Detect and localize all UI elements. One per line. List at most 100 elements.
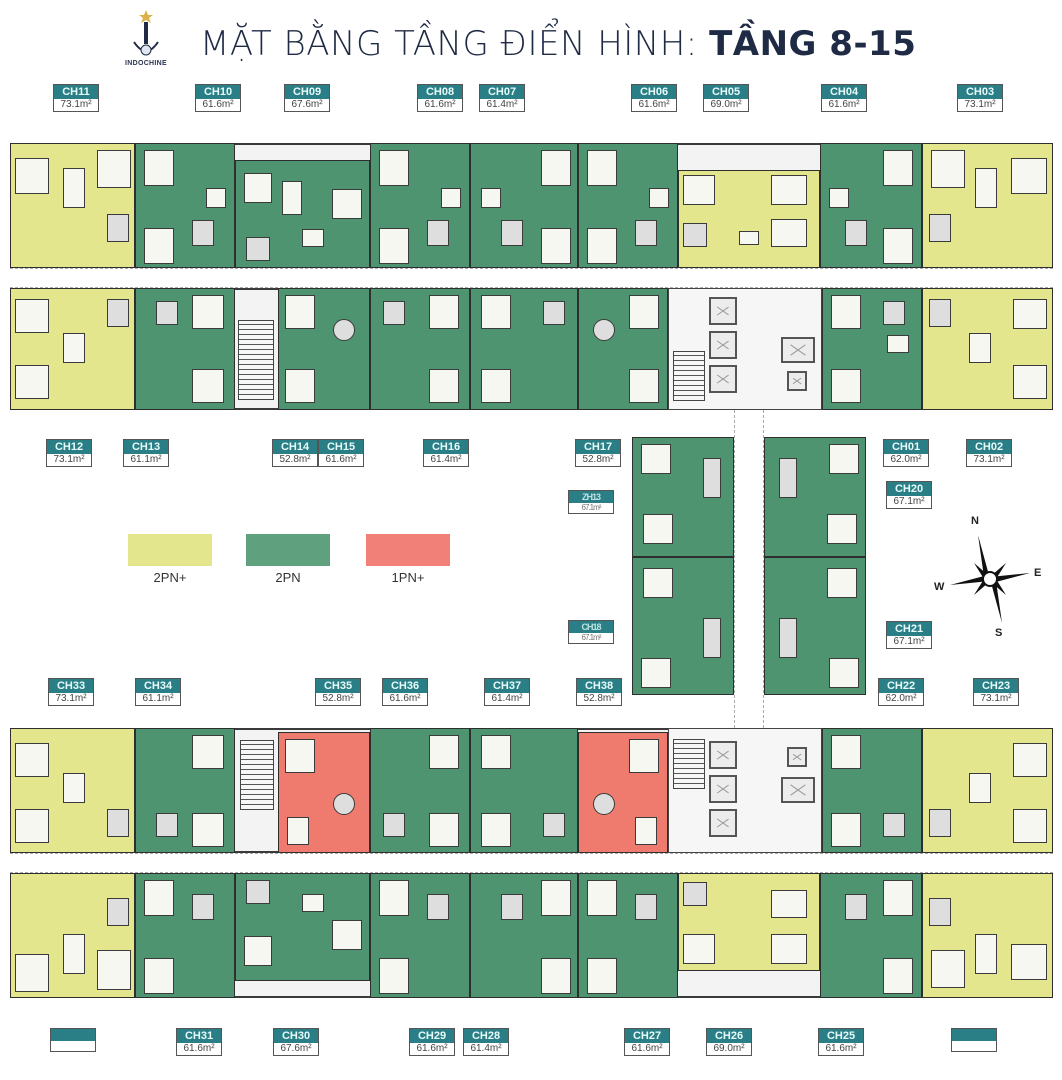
compass-south: S (995, 627, 1003, 639)
unit-ch10[interactable] (135, 143, 235, 268)
compass-west: W (934, 581, 945, 593)
unit-ch09[interactable] (235, 160, 370, 268)
unit-ch22[interactable] (822, 728, 922, 853)
unit-ch06[interactable] (578, 143, 678, 268)
logo-figure-icon (126, 8, 166, 60)
unit-ch23[interactable] (922, 728, 1053, 853)
indochine-logo: INDOCHINE (118, 8, 174, 76)
elevator (709, 809, 737, 837)
unit-ch37[interactable] (470, 728, 578, 853)
unit-ch12[interactable] (10, 288, 135, 410)
stair-core-bottom (673, 739, 705, 789)
unit-ch32[interactable] (10, 873, 135, 998)
elevator (781, 337, 815, 363)
legend-label-2pn-plus: 2PN+ (153, 570, 187, 585)
unit-ch29[interactable] (370, 873, 470, 998)
unit-ch16[interactable] (470, 288, 578, 410)
unit-ch34[interactable] (135, 728, 235, 853)
unit-ch28[interactable] (470, 873, 578, 998)
stair-left-bottom (240, 740, 274, 810)
legend-label-2pn: 2PN (275, 570, 301, 585)
unit-label-ch32 (50, 1028, 96, 1052)
unit-ch01[interactable] (822, 288, 922, 410)
unit-ch03[interactable] (922, 143, 1053, 268)
unit-ch04[interactable] (820, 143, 922, 268)
elevator (787, 371, 807, 391)
unit-label-ch24 (951, 1028, 997, 1052)
unit-ch38[interactable] (578, 732, 668, 853)
elevator (787, 747, 807, 767)
top-corridor (10, 268, 1053, 288)
unit-ch02[interactable] (922, 288, 1053, 410)
unit-ch14[interactable] (278, 288, 370, 410)
legend-swatch-1pn-plus (366, 534, 450, 566)
unit-ch17[interactable] (578, 288, 668, 410)
unit-ch31[interactable] (135, 873, 235, 998)
unit-ch08[interactable] (370, 143, 470, 268)
unit-ch05[interactable] (678, 170, 820, 268)
compass-star-icon (950, 535, 1030, 623)
legend-label-1pn-plus: 1PN+ (391, 570, 425, 585)
elevator (709, 331, 737, 359)
unit-ch18[interactable] (632, 557, 734, 695)
unit-ch15[interactable] (370, 288, 470, 410)
stair-left-top (238, 320, 274, 400)
unit-ch33[interactable] (10, 728, 135, 853)
compass-east: E (1034, 567, 1042, 579)
elevator (709, 741, 737, 769)
core-top (668, 288, 822, 410)
elevator (709, 297, 737, 325)
unit-ch20[interactable] (764, 437, 866, 557)
unit-ch07[interactable] (470, 143, 578, 268)
unit-ch24[interactable] (922, 873, 1053, 998)
compass-rose: N S E W (930, 515, 1050, 645)
unit-ch11[interactable] (10, 143, 135, 268)
unit-ch13[interactable] (135, 288, 235, 410)
unit-ch30[interactable] (235, 873, 370, 981)
unit-ch19[interactable] (632, 437, 734, 557)
compass-north: N (971, 515, 979, 527)
legend-swatch-2pn-plus (128, 534, 212, 566)
unit-ch25[interactable] (820, 873, 922, 998)
logo-text: INDOCHINE (125, 60, 167, 67)
unit-ch21[interactable] (764, 557, 866, 695)
title-floors: TẦNG 8-15 (709, 24, 917, 64)
elevator (709, 775, 737, 803)
unit-ch26[interactable] (678, 873, 820, 971)
page-title: MẶT BẰNG TẦNG ĐIỂN HÌNH: TẦNG 8-15 (200, 24, 916, 64)
unit-ch27[interactable] (578, 873, 678, 998)
watermark-text: nha.com (560, 600, 629, 619)
title-regular: MẶT BẰNG TẦNG ĐIỂN HÌNH: (200, 24, 710, 64)
unit-ch35[interactable] (278, 732, 370, 853)
unit-ch36[interactable] (370, 728, 470, 853)
